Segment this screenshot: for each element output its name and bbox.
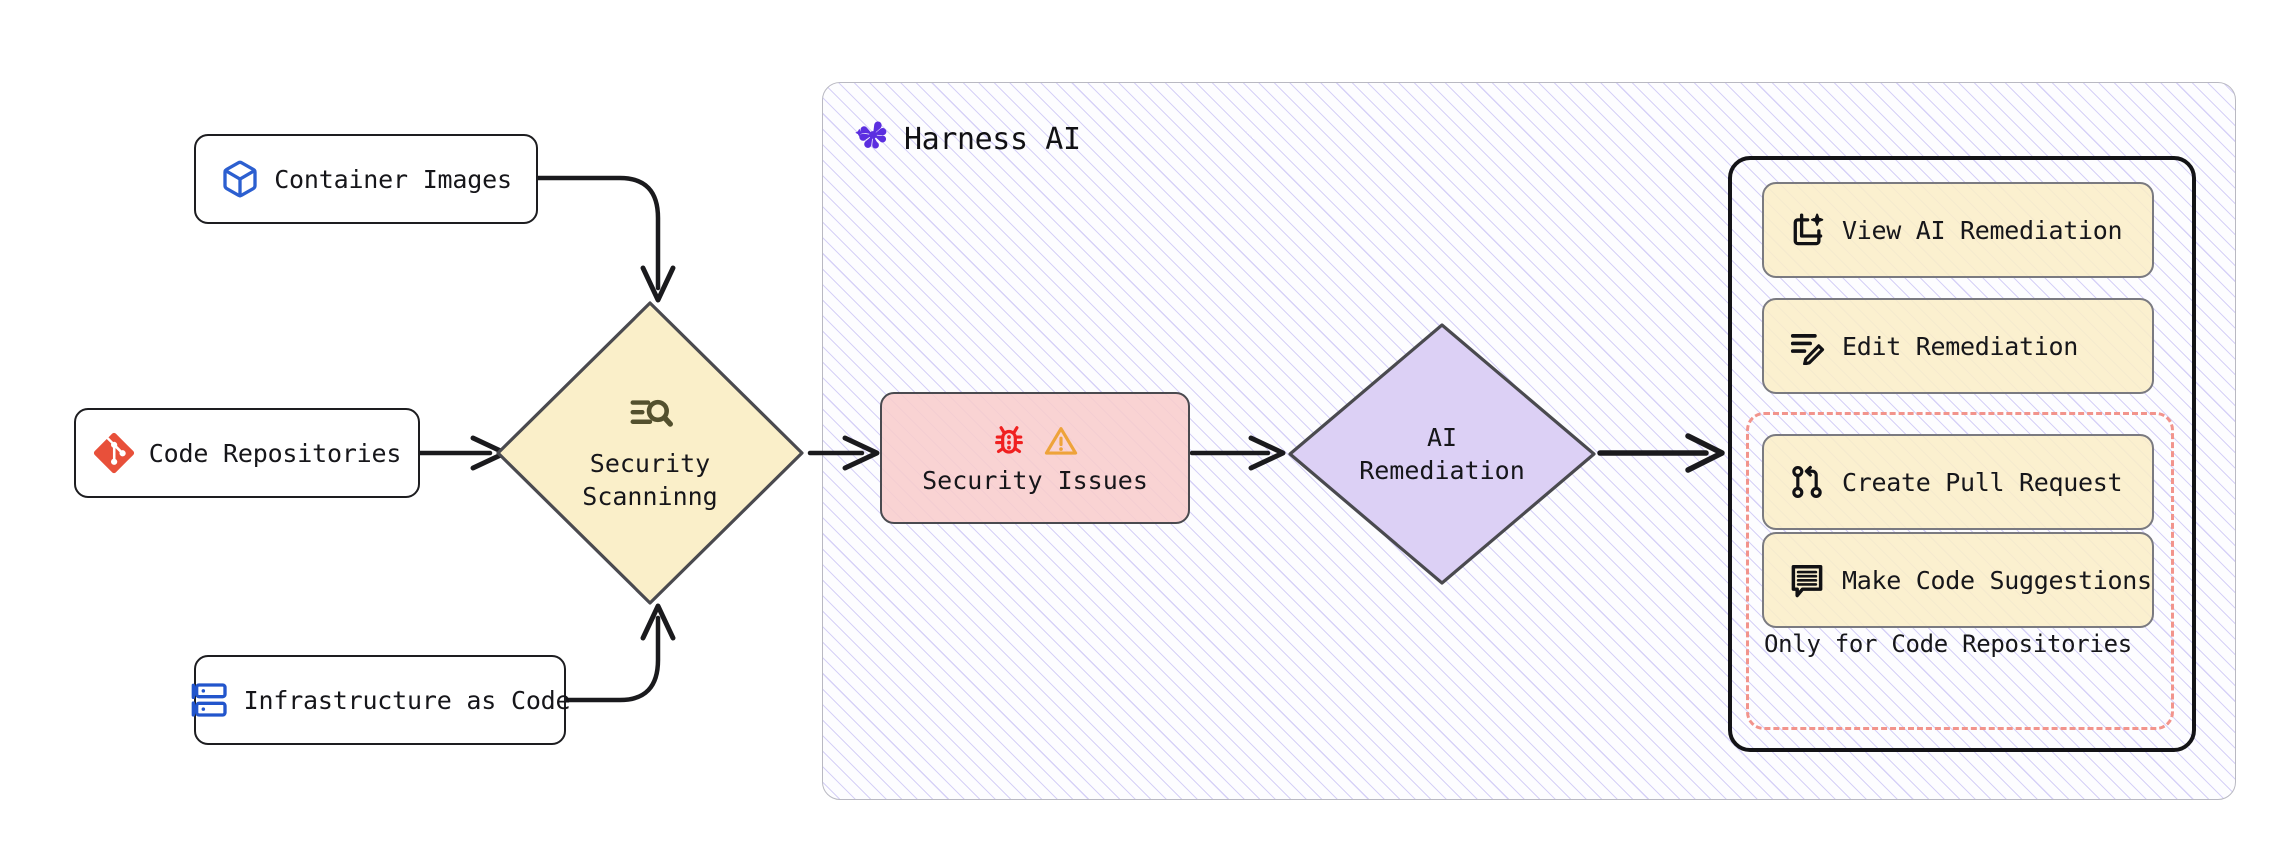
git-icon xyxy=(93,432,135,474)
node-infrastructure-as-code-label: Infrastructure as Code xyxy=(243,685,571,715)
node-code-repositories[interactable]: Code Repositories xyxy=(74,408,420,498)
warning-triangle-icon xyxy=(1042,422,1080,460)
action-view-ai-remediation[interactable]: View AI Remediation xyxy=(1762,182,2154,278)
harness-pinwheel-icon xyxy=(854,116,892,162)
cube-icon xyxy=(220,159,260,199)
security-issues-icon-row xyxy=(990,422,1080,460)
node-ai-remediation[interactable]: AI Remediation xyxy=(1283,318,1601,590)
bug-icon xyxy=(990,422,1028,460)
edge-iac-to-scanning xyxy=(562,615,661,703)
node-security-issues[interactable]: Security Issues xyxy=(880,392,1190,524)
lines-pencil-icon xyxy=(1788,327,1826,366)
harness-ai-cluster-label: Harness AI xyxy=(854,116,1081,162)
edge-container-to-scanning xyxy=(534,175,661,291)
action-edit-remediation-label: Edit Remediation xyxy=(1842,331,2079,361)
comment-lines-icon xyxy=(1788,561,1826,599)
action-make-code-suggestions[interactable]: Make Code Suggestions xyxy=(1762,532,2154,628)
node-container-images-label: Container Images xyxy=(274,164,512,194)
action-create-pull-request[interactable]: Create Pull Request xyxy=(1762,434,2154,530)
server-stack-icon xyxy=(190,680,230,720)
remediation-actions-list: View AI Remediation Edit Remediation xyxy=(1746,182,2176,734)
node-infrastructure-as-code[interactable]: Infrastructure as Code xyxy=(191,655,571,745)
node-code-repositories-label: Code Repositories xyxy=(148,438,402,468)
action-edit-remediation[interactable]: Edit Remediation xyxy=(1762,298,2154,394)
pull-request-icon xyxy=(1788,463,1826,501)
action-make-code-suggestions-label: Make Code Suggestions xyxy=(1842,565,2152,595)
harness-ai-label-text: Harness AI xyxy=(904,121,1081,157)
action-view-ai-remediation-label: View AI Remediation xyxy=(1842,215,2123,245)
action-create-pull-request-label: Create Pull Request xyxy=(1842,467,2123,497)
repo-only-note: Only for Code Repositories xyxy=(1764,630,2132,658)
node-security-issues-label: Security Issues xyxy=(922,465,1148,495)
page-sparkle-icon xyxy=(1788,211,1826,249)
node-security-scanning[interactable]: Security Scanninng xyxy=(490,295,810,611)
remediation-actions-panel: View AI Remediation Edit Remediation xyxy=(1728,156,2196,752)
node-container-images[interactable]: Container Images xyxy=(194,134,538,224)
repo-only-dashed-group xyxy=(1746,412,2174,730)
